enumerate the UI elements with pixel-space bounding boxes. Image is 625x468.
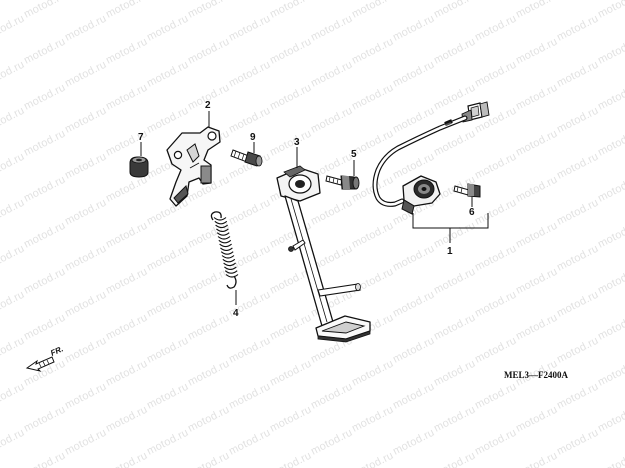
callout-9: 9: [250, 132, 256, 143]
part-7-grommet: [129, 156, 149, 178]
part-3-side-stand: [276, 165, 371, 343]
front-label: FR.: [49, 344, 64, 357]
front-direction-indicator: FR.: [25, 344, 65, 372]
callout-5: 5: [351, 149, 357, 160]
callout-4: 4: [233, 308, 239, 319]
leader-line-1: [412, 213, 489, 229]
front-arrow-icon: [25, 356, 55, 372]
callout-1: 1: [447, 246, 453, 257]
callout-7: 7: [138, 132, 144, 143]
callout-2: 2: [205, 100, 211, 111]
part-4-spring: [210, 211, 239, 289]
callout-6: 6: [469, 207, 475, 218]
part-9-bolt: [230, 149, 263, 167]
part-2-bracket: [166, 126, 221, 207]
part-5-pivot-bolt: [325, 175, 360, 190]
part-6-switch-bolt: [453, 183, 481, 198]
diagram-code: MEL3—F2400A: [504, 370, 568, 380]
callout-3: 3: [294, 137, 300, 148]
part-1-side-stand-switch: [372, 101, 490, 215]
